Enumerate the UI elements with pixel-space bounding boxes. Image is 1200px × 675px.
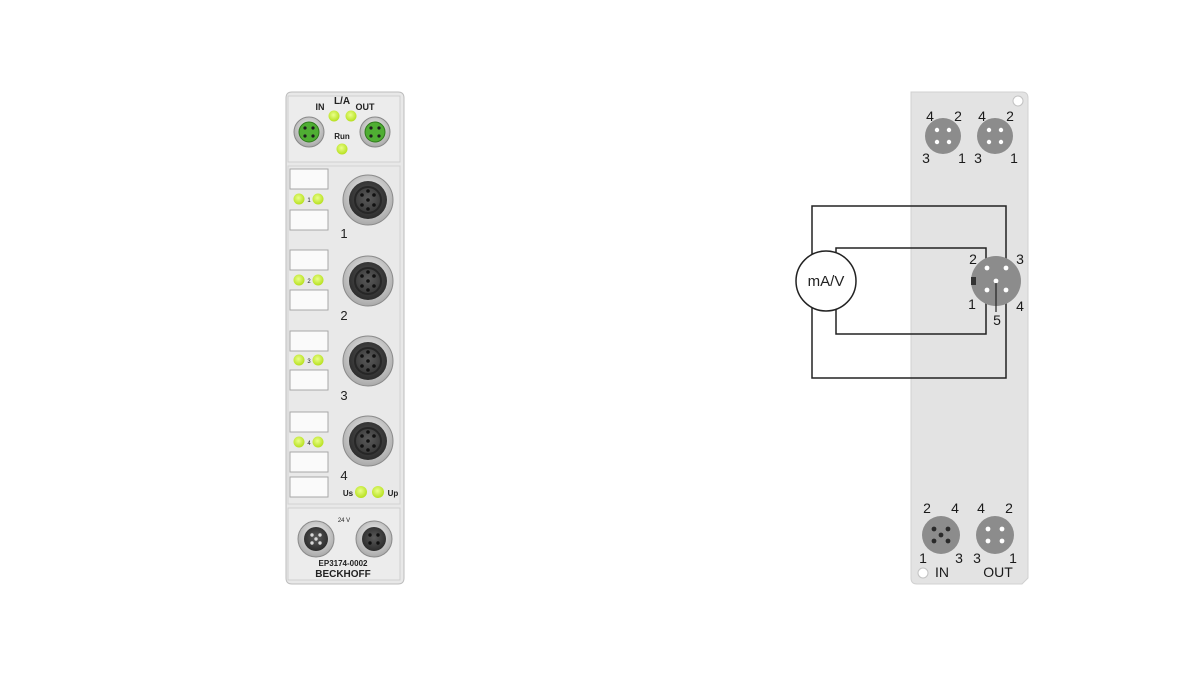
pin-label: 2 xyxy=(969,251,977,267)
label-slot xyxy=(289,168,329,190)
label-slot xyxy=(289,476,329,498)
pin-label: 1 xyxy=(1009,550,1017,566)
pin-label: 3 xyxy=(973,550,981,566)
us-label: Us xyxy=(343,489,354,498)
channel-1: 1 1 xyxy=(289,168,394,241)
top-right-port: 4 2 3 1 xyxy=(974,108,1018,166)
voltage-label: 24 V xyxy=(338,518,350,524)
power-out-connector[interactable] xyxy=(355,520,393,558)
label-slot xyxy=(289,451,329,473)
model-number: EP3174-0002 xyxy=(319,559,368,568)
channel-4: 4 4 xyxy=(289,411,394,483)
channel-2: 2 2 xyxy=(289,249,394,323)
out-label: OUT xyxy=(356,102,376,112)
pin-label: 1 xyxy=(968,296,976,312)
ethercat-in-port[interactable] xyxy=(293,116,325,148)
run-led xyxy=(336,143,348,155)
channel-led xyxy=(293,274,305,286)
brand-logo: BECKHOFF xyxy=(315,569,371,580)
channel-led xyxy=(312,193,324,205)
io-module: IN L/A OUT Run 1 xyxy=(285,91,405,585)
out-label: OUT xyxy=(983,564,1013,580)
panel-hole-bottom xyxy=(917,567,929,579)
channel-led xyxy=(312,436,324,448)
pin-label: 2 xyxy=(1006,108,1014,124)
pin-label: 4 xyxy=(926,108,934,124)
sensor-symbol: mA/V xyxy=(795,250,857,312)
sensor-label: mA/V xyxy=(808,273,845,290)
channel-led xyxy=(293,354,305,366)
sensor-connector: 2 3 1 5 4 xyxy=(968,251,1024,328)
la-label: L/A xyxy=(334,96,350,107)
channel-led-label: 1 xyxy=(307,198,311,204)
pin-label: 4 xyxy=(951,500,959,516)
label-slot xyxy=(289,369,329,391)
pin-label: 2 xyxy=(923,500,931,516)
pin-label: 1 xyxy=(919,550,927,566)
wiring-diagram: 4 2 3 1 4 2 3 1 mA/V xyxy=(795,91,1029,585)
channel-number: 3 xyxy=(340,388,347,403)
pin-label: 2 xyxy=(1005,500,1013,516)
channel-led xyxy=(293,436,305,448)
label-slot xyxy=(289,249,329,271)
channel-number: 4 xyxy=(340,468,347,483)
m12-socket[interactable] xyxy=(342,415,394,467)
up-led xyxy=(372,486,384,498)
channel-number: 2 xyxy=(340,308,347,323)
label-slot xyxy=(289,289,329,311)
panel-hole-top xyxy=(1012,95,1024,107)
pin-label: 1 xyxy=(1010,150,1018,166)
label-slot xyxy=(289,209,329,231)
channel-led xyxy=(312,354,324,366)
ethercat-out-port[interactable] xyxy=(359,116,391,148)
top-left-port: 4 2 3 1 xyxy=(922,108,966,166)
channel-led xyxy=(312,274,324,286)
in-label: IN xyxy=(316,102,325,112)
la-out-led xyxy=(345,110,357,122)
channel-led-label: 4 xyxy=(307,441,311,447)
pin-label: 3 xyxy=(1016,251,1024,267)
m12-socket[interactable] xyxy=(342,335,394,387)
channel-led-label: 2 xyxy=(307,279,311,285)
channel-led xyxy=(293,193,305,205)
us-led xyxy=(355,486,367,498)
channel-led-label: 3 xyxy=(307,359,311,365)
pin-label: 5 xyxy=(993,312,1001,328)
pin-label: 4 xyxy=(977,500,985,516)
bottom-out-port: 4 2 3 1 OUT xyxy=(973,500,1017,580)
run-label: Run xyxy=(334,132,350,141)
channel-number: 1 xyxy=(340,226,347,241)
up-label: Up xyxy=(388,489,399,498)
diagram-panel xyxy=(910,91,1029,585)
power-in-connector[interactable] xyxy=(297,520,335,558)
pin-label: 3 xyxy=(955,550,963,566)
pin-label: 1 xyxy=(958,150,966,166)
outer-wire-return xyxy=(811,296,1007,379)
bottom-in-port: 2 4 1 3 IN xyxy=(919,500,963,580)
in-label: IN xyxy=(935,564,949,580)
label-slot xyxy=(289,330,329,352)
pin-label: 3 xyxy=(922,150,930,166)
pin-label: 2 xyxy=(954,108,962,124)
pin-label: 4 xyxy=(978,108,986,124)
pin-label: 4 xyxy=(1016,298,1024,314)
pin-label: 3 xyxy=(974,150,982,166)
channel-3: 3 3 xyxy=(289,330,394,403)
m12-socket[interactable] xyxy=(342,255,394,307)
la-in-led xyxy=(328,110,340,122)
m12-socket[interactable] xyxy=(342,174,394,226)
label-slot xyxy=(289,411,329,433)
inner-wire-return xyxy=(835,290,987,335)
